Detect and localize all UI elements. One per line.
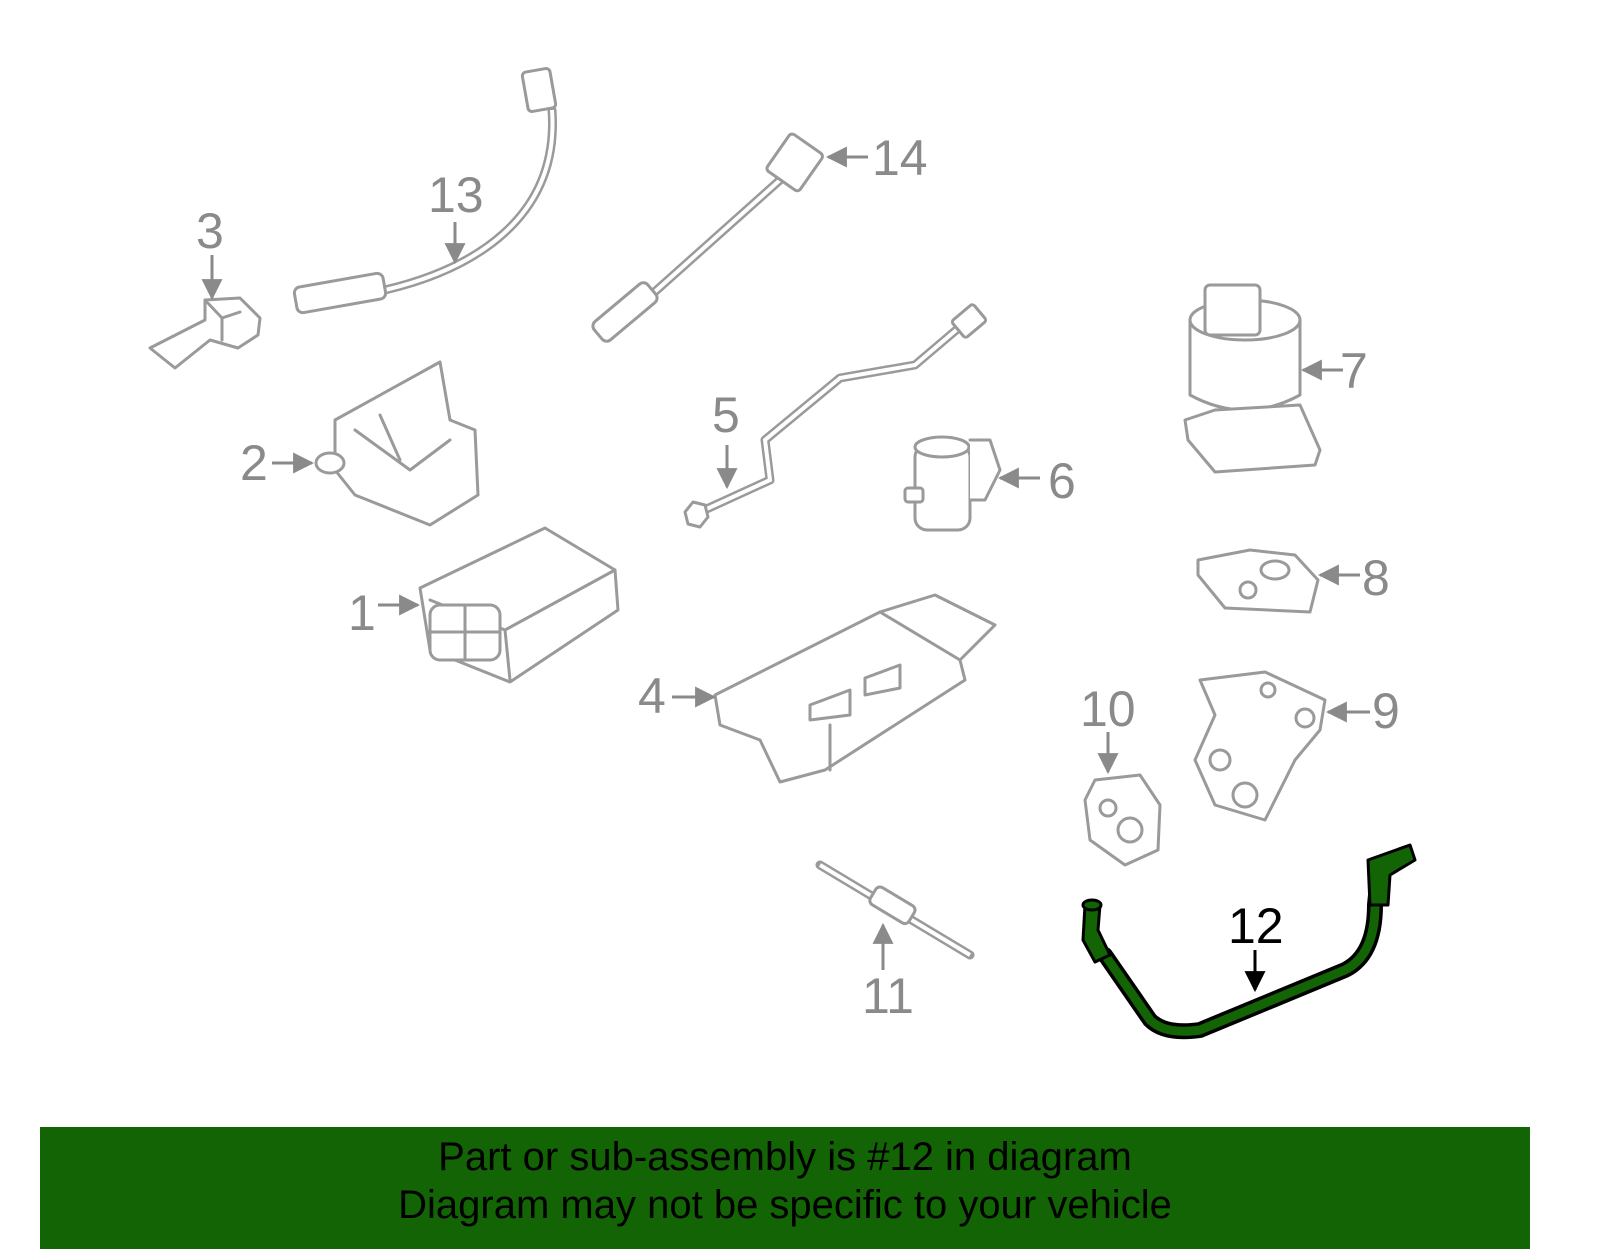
part-12-pipe-highlighted[interactable]: 12 [1081,843,1417,1040]
part-5-pipe[interactable]: 5 [683,303,988,529]
part-3-connector[interactable]: 3 [148,203,262,370]
callout-14: 14 [872,130,928,186]
parts-diagram: 3 13 14 2 1 [148,67,1417,1040]
callout-4: 4 [638,668,666,724]
part-1-canister[interactable]: 1 [348,526,620,684]
callout-11: 11 [862,968,914,1024]
callout-8: 8 [1362,550,1390,606]
callout-1: 1 [348,585,376,641]
part-10-gasket[interactable]: 10 [1080,681,1162,867]
part-6-valve[interactable]: 6 [903,435,1076,532]
callout-5: 5 [712,387,740,443]
banner-line-1: Part or sub-assembly is #12 in diagram [438,1135,1132,1179]
part-13-oxygen-sensor[interactable]: 13 [292,67,558,315]
part-14-oxygen-sensor[interactable]: 14 [590,130,928,344]
callout-7: 7 [1340,343,1368,399]
part-4-shield[interactable]: 4 [638,593,997,784]
info-banner: Part or sub-assembly is #12 in diagram D… [40,1127,1530,1249]
callout-2: 2 [240,435,268,491]
callout-9: 9 [1372,683,1400,739]
callout-13: 13 [428,167,484,223]
callout-3: 3 [196,203,224,259]
part-8-gasket[interactable]: 8 [1196,548,1390,614]
banner-line-2: Diagram may not be specific to your vehi… [398,1183,1172,1227]
callout-6: 6 [1048,453,1076,509]
callout-10: 10 [1080,681,1136,737]
part-9-adapter[interactable]: 9 [1193,670,1400,822]
part-7-egr-valve[interactable]: 7 [1183,283,1368,474]
part-2-bracket[interactable]: 2 [240,360,480,527]
callout-12: 12 [1228,898,1284,954]
part-11-sensor[interactable]: 11 [815,860,975,1024]
